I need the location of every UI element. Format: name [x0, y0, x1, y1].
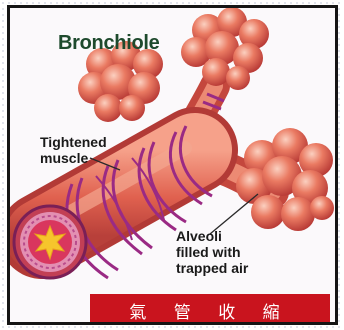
alveoli-label-line-1: Alveoli — [176, 228, 222, 244]
diagram-title: Bronchiole — [58, 32, 159, 55]
bronchiole-cross-section — [14, 206, 86, 278]
alveoli-label: Alveoli filled with trapped air — [176, 228, 248, 276]
alveoli-label-line-2: filled with — [176, 244, 241, 260]
muscle-label-line-1: Tightened — [40, 134, 107, 150]
caption-banner: 氣 管 收 縮 — [90, 294, 330, 325]
muscle-label: Tightened muscle — [40, 134, 107, 166]
alveoli-cluster-top — [181, 8, 269, 90]
muscle-label-line-2: muscle — [40, 150, 88, 166]
alveoli-label-line-3: trapped air — [176, 260, 248, 276]
bronchiole-illustration — [10, 8, 338, 325]
alveoli-cluster-right — [236, 128, 334, 231]
caption-text: 氣 管 收 縮 — [129, 298, 290, 323]
illustration-panel: Bronchiole Tightened muscle Alveoli fill… — [7, 5, 338, 325]
